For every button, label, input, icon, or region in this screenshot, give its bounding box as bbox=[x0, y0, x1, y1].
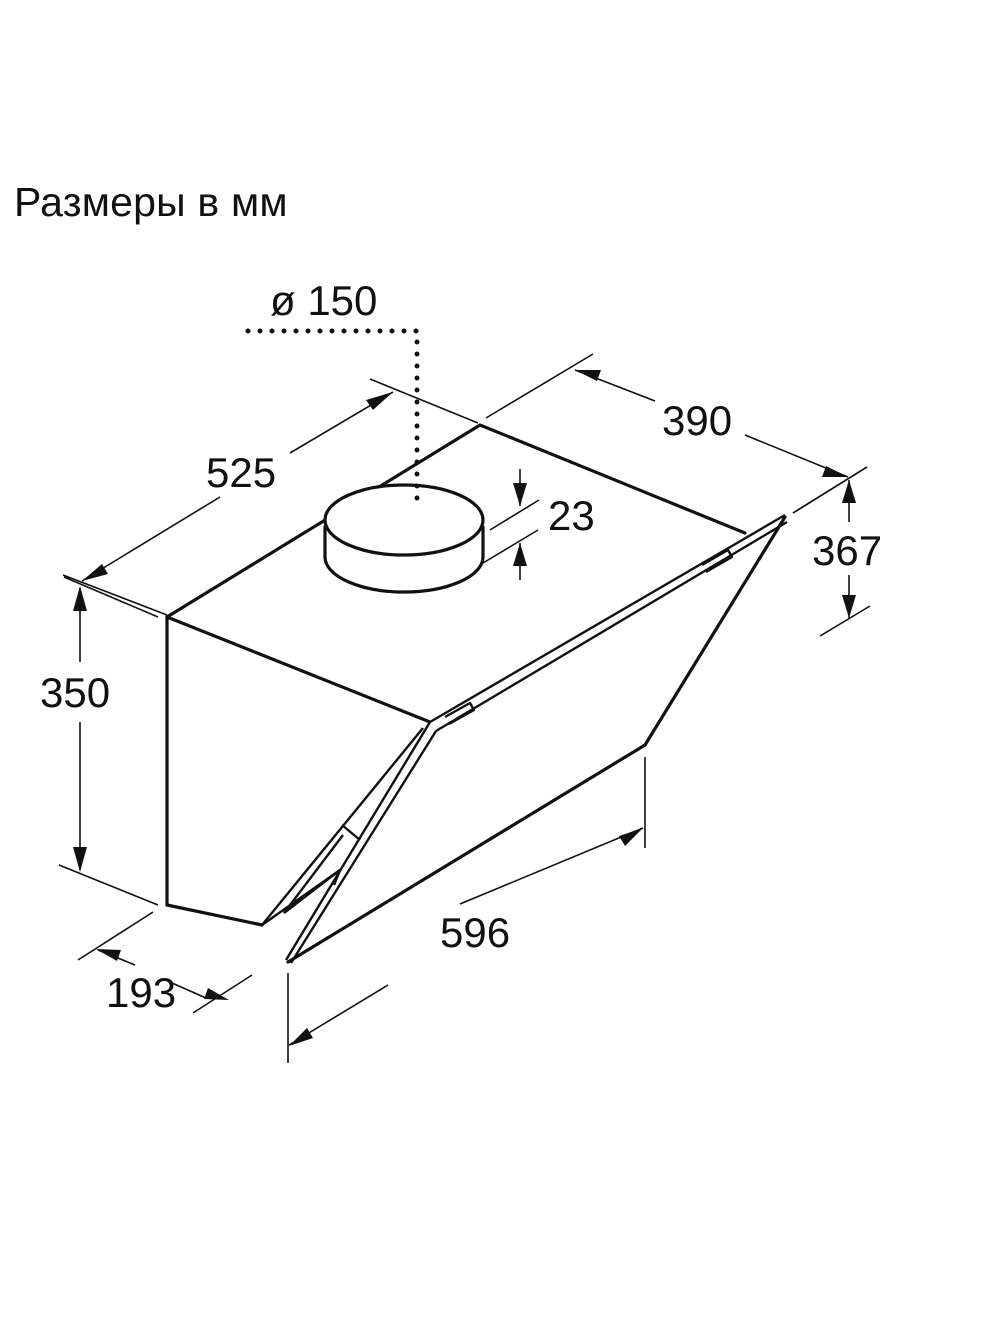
dimension-367 bbox=[792, 466, 871, 637]
duct-collar bbox=[323, 483, 485, 594]
page-title: Размеры в мм bbox=[14, 179, 288, 225]
dimension-350-label: 350 bbox=[40, 669, 110, 716]
dimension-390-label: 390 bbox=[662, 397, 732, 444]
glass-panel bbox=[261, 513, 788, 964]
dimension-23-label: 23 bbox=[548, 492, 595, 539]
dimension-193 bbox=[77, 911, 253, 1014]
dimension-23 bbox=[482, 469, 540, 580]
dimension-596-label: 596 bbox=[440, 909, 510, 956]
dimension-350 bbox=[58, 576, 159, 906]
dimension-525 bbox=[62, 378, 479, 616]
duct-diameter-label: ø 150 bbox=[270, 277, 377, 324]
dimension-525-label: 525 bbox=[206, 449, 276, 496]
dimension-193-label: 193 bbox=[106, 969, 176, 1016]
dimension-367-label: 367 bbox=[812, 527, 882, 574]
duct-diameter-leader bbox=[245, 328, 420, 511]
dimension-390 bbox=[485, 353, 868, 514]
dimension-596 bbox=[287, 757, 646, 1063]
